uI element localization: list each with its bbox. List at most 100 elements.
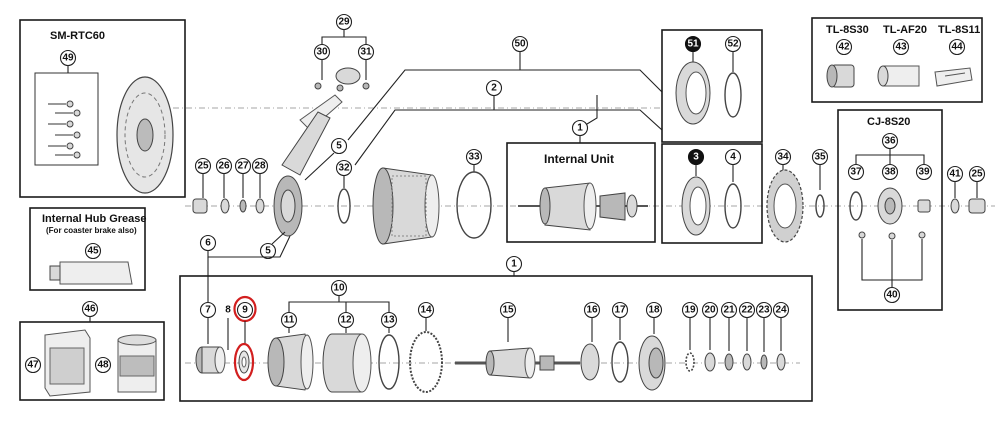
callout-3-text: 3 bbox=[693, 152, 699, 163]
tool-42-socket bbox=[826, 64, 855, 88]
callout-33 bbox=[465, 148, 483, 166]
tool-tl-8s30-label: TL-8S30 bbox=[826, 24, 869, 36]
callout-18 bbox=[645, 301, 663, 319]
part-16-cone bbox=[580, 343, 600, 381]
callout-22-text: 22 bbox=[741, 305, 753, 316]
callout-41-text: 41 bbox=[949, 169, 961, 180]
callout-29 bbox=[335, 13, 353, 31]
callout-9 bbox=[236, 301, 254, 319]
tool-tl-af20-label: TL-AF20 bbox=[883, 24, 927, 36]
part-18-clutch bbox=[638, 335, 666, 391]
part-9-ring bbox=[238, 350, 250, 374]
callout-34 bbox=[774, 148, 792, 166]
sm-rtc60-label: SM-RTC60 bbox=[50, 30, 105, 42]
seal-box-lower bbox=[661, 143, 763, 244]
cj-8s20-label: CJ-8S20 bbox=[867, 116, 910, 128]
callout-26-text: 26 bbox=[218, 161, 230, 172]
rotor-bolts bbox=[48, 100, 81, 159]
callout-11 bbox=[280, 311, 298, 329]
shell-washer bbox=[337, 188, 351, 224]
grease-jar bbox=[117, 334, 157, 393]
clamp-band bbox=[314, 67, 370, 92]
tool-tl-8s11-label: TL-8S11 bbox=[938, 24, 980, 36]
callout-5-lower bbox=[259, 242, 277, 260]
part-14-bearing bbox=[409, 331, 443, 393]
part-21-washer bbox=[724, 353, 734, 371]
callout-8-text: 8 bbox=[225, 305, 231, 316]
callout-30-text: 30 bbox=[316, 47, 328, 58]
callout-5-lower-text: 5 bbox=[265, 246, 271, 257]
highlight-part-9 bbox=[233, 342, 255, 382]
callout-45 bbox=[84, 242, 102, 260]
part-13-ring bbox=[378, 334, 400, 390]
internal-unit-assembly bbox=[518, 182, 648, 231]
callout-10-text: 10 bbox=[333, 283, 345, 294]
callout-7-text: 7 bbox=[205, 305, 211, 316]
callout-42-text: 42 bbox=[838, 42, 850, 53]
callout-7 bbox=[199, 301, 217, 319]
callout-2 bbox=[485, 79, 503, 97]
callout-23-text: 23 bbox=[758, 305, 770, 316]
dust-cap-51 bbox=[675, 61, 711, 125]
part-20-cone bbox=[704, 352, 716, 372]
callout-1-lower bbox=[505, 255, 523, 273]
part-17-ring bbox=[611, 341, 629, 383]
callout-45-text: 45 bbox=[87, 246, 99, 257]
callout-4-text: 4 bbox=[730, 152, 736, 163]
callout-43-text: 43 bbox=[895, 42, 907, 53]
callout-36 bbox=[881, 132, 899, 150]
callout-27 bbox=[234, 157, 252, 175]
callout-12 bbox=[337, 311, 355, 329]
callout-38-text: 38 bbox=[884, 167, 896, 178]
callout-5-upper bbox=[330, 137, 348, 155]
part-7-cone bbox=[195, 346, 226, 374]
callout-16 bbox=[583, 301, 601, 319]
callout-35-text: 35 bbox=[814, 152, 826, 163]
callout-43 bbox=[892, 38, 910, 56]
internal-unit-label: Internal Unit bbox=[544, 152, 614, 166]
callout-20-text: 20 bbox=[704, 305, 716, 316]
callout-38 bbox=[881, 163, 899, 181]
callout-13 bbox=[380, 311, 398, 329]
callout-37 bbox=[847, 163, 865, 181]
callout-36-text: 36 bbox=[884, 136, 896, 147]
callout-21-text: 21 bbox=[723, 305, 735, 316]
callout-48 bbox=[94, 356, 112, 374]
grease-tube bbox=[49, 261, 133, 285]
seal-ring-52 bbox=[724, 72, 742, 118]
grease-subtitle: (For coaster brake also) bbox=[46, 226, 137, 235]
callout-6-text: 6 bbox=[205, 238, 211, 249]
callout-31 bbox=[357, 43, 375, 61]
callout-1-upper bbox=[571, 119, 589, 137]
grease-can bbox=[44, 329, 91, 397]
callout-44 bbox=[948, 38, 966, 56]
callout-1-upper-text: 1 bbox=[577, 123, 583, 134]
callout-25-right-text: 25 bbox=[971, 169, 983, 180]
sprocket-snap-ring bbox=[815, 194, 825, 218]
disc-rotor bbox=[116, 76, 174, 194]
callout-23 bbox=[755, 301, 773, 319]
callout-52-text: 52 bbox=[727, 39, 739, 50]
callout-19 bbox=[681, 301, 699, 319]
callout-28 bbox=[251, 157, 269, 175]
callout-46-text: 46 bbox=[84, 304, 96, 315]
callout-31-text: 31 bbox=[360, 47, 372, 58]
seal-ring-4 bbox=[724, 183, 742, 229]
callout-29-text: 29 bbox=[338, 17, 350, 28]
cj-8s20-box bbox=[837, 109, 943, 311]
lubricant-box bbox=[19, 321, 165, 401]
right-axle-nut bbox=[968, 198, 986, 214]
callout-16-text: 16 bbox=[586, 305, 598, 316]
callout-27-text: 27 bbox=[237, 161, 249, 172]
callout-22 bbox=[738, 301, 756, 319]
callout-25-left-text: 25 bbox=[197, 161, 209, 172]
cj-cassette-joint bbox=[877, 187, 903, 225]
callout-44-text: 44 bbox=[951, 42, 963, 53]
callout-18-text: 18 bbox=[648, 305, 660, 316]
callout-28-text: 28 bbox=[254, 161, 266, 172]
callout-51-text: 51 bbox=[687, 39, 699, 50]
callout-30 bbox=[313, 43, 331, 61]
callout-5-upper-text: 5 bbox=[336, 141, 342, 152]
callout-32 bbox=[335, 159, 353, 177]
